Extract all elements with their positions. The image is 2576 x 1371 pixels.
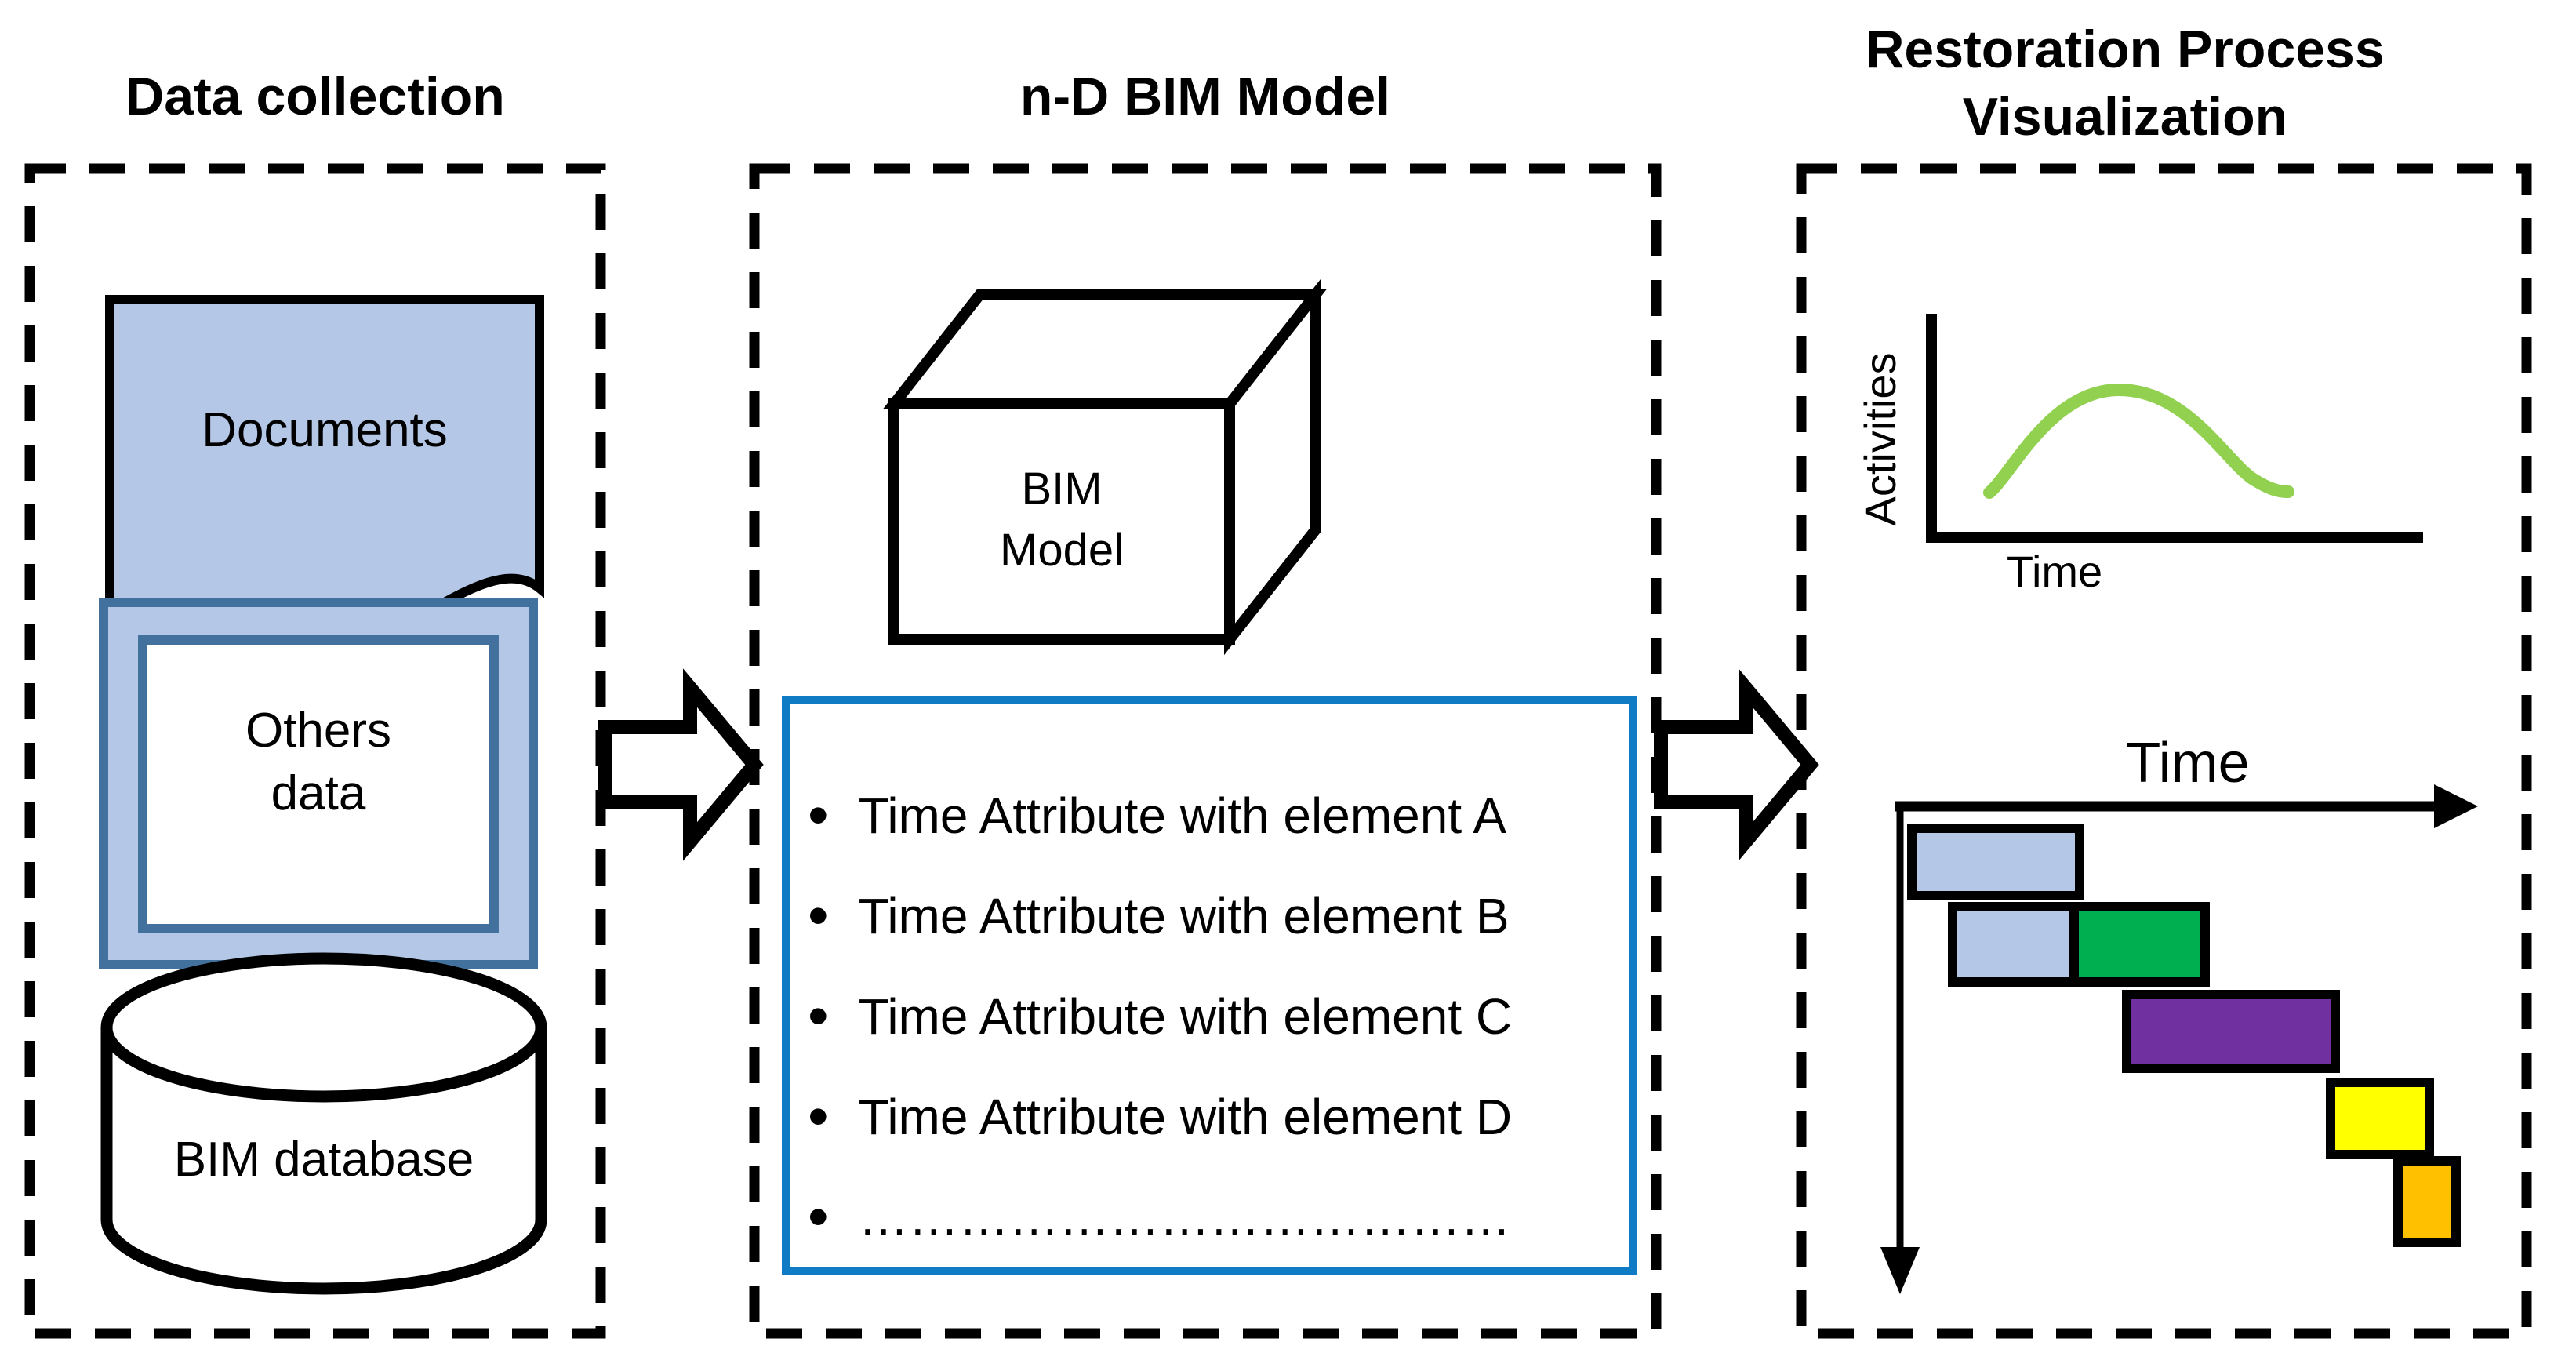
attribute-list-item-text: ………………………………… [858,1189,1511,1246]
bim-cube-front-face [888,398,1235,645]
bullet-icon: • [808,882,829,949]
attribute-list-item: • Time Attribute with element A [808,784,1600,847]
attribute-list-item-text: Time Attribute with element D [858,1089,1513,1145]
gantt-bars [1907,824,2461,1247]
gantt-bar-task-3 [2122,990,2340,1073]
attribute-list-box [782,696,1637,1275]
attribute-list-item: • Time Attribute with element B [808,885,1600,947]
bim-cube-label: BIM Model [1000,464,1124,576]
nd-bim-model-panel-border [749,163,1662,1339]
activities-chart-xlabel: Time [2006,547,2103,596]
documents-label: Documents [202,403,448,457]
bullet-icon: • [808,782,829,849]
activities-chart-axes [1926,314,2423,543]
bullet-icon: • [808,1184,829,1250]
restoration-panel-border [1796,163,2532,1339]
attribute-list-item-text: Time Attribute with element C [858,988,1513,1045]
bim-database-cylinder-top [100,952,547,1103]
activities-curve [1983,383,2294,499]
gantt-bar-task-1 [1907,824,2084,900]
arrow-collection-to-model-icon [598,668,764,861]
others-data-inner-box [138,635,499,933]
gantt-bar-task-2a [1948,902,2079,987]
bim-database-label: BIM database [173,1133,474,1187]
attribute-list-item-text: Time Attribute with element A [858,787,1507,844]
gantt-vertical-axis-arrowhead-icon [1880,1247,1920,1294]
attribute-list-item: • ………………………………… [808,1186,1600,1249]
gantt-bar-task-5 [2393,1156,2461,1247]
panel-title-nd-bim-model: n-D BIM Model [1019,67,1391,126]
panel-title-restoration: Restoration Process Visualization [1866,20,2385,147]
bullet-icon: • [808,1083,829,1150]
attribute-list-item-text: Time Attribute with element B [858,888,1510,944]
gantt-time-label: Time [2126,732,2250,795]
panel-title-data-collection: Data collection [125,67,505,126]
attribute-list: • Time Attribute with element A • Time Attr… [808,784,1600,1249]
gantt-bar-task-4 [2326,1078,2434,1159]
gantt-bar-task-2b [2069,902,2210,987]
attribute-list-item: • Time Attribute with element C [808,985,1600,1048]
others-data-label: Others data [245,704,392,820]
bullet-icon: • [808,983,829,1049]
attribute-list-item: • Time Attribute with element D [808,1086,1600,1148]
arrow-model-to-restoration-icon [1654,668,1819,861]
gantt-time-axis-arrowhead-icon [2434,784,2478,828]
activities-chart-ylabel: Activities [1855,352,1905,526]
